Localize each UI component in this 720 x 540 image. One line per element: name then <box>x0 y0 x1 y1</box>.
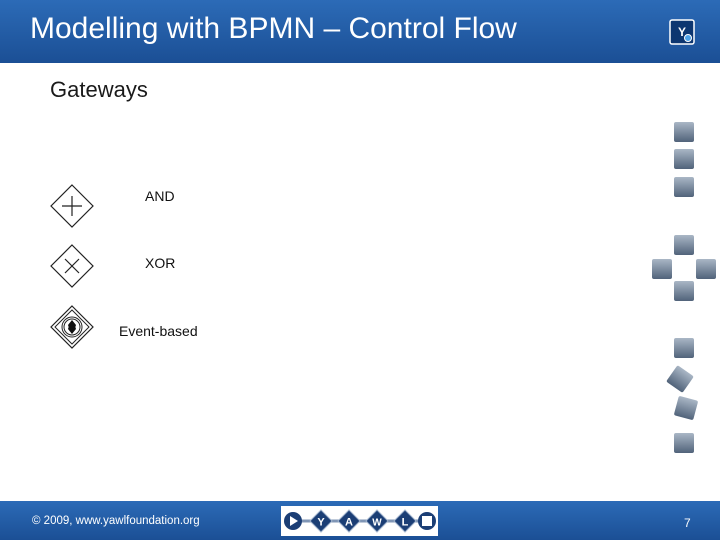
yawl-navigation-strip: Y A W L <box>281 506 438 536</box>
header-bar <box>0 0 720 63</box>
event-based-gateway-icon <box>50 305 94 349</box>
yawl-logo-icon: Y <box>669 19 695 45</box>
stop-icon[interactable] <box>418 512 436 530</box>
svg-text:W: W <box>372 518 382 529</box>
gateway-label-and: AND <box>145 188 175 204</box>
svg-text:L: L <box>402 517 409 529</box>
nav-badge-y: Y <box>309 509 333 533</box>
nav-badge-w: W <box>365 509 389 533</box>
decorative-cubes <box>652 122 716 453</box>
play-icon[interactable] <box>284 512 302 530</box>
nav-badge-a: A <box>337 509 361 533</box>
gateway-label-xor: XOR <box>145 255 176 271</box>
nav-badge-l: L <box>393 509 417 533</box>
gateway-label-event-based: Event-based <box>119 323 198 339</box>
svg-text:A: A <box>345 517 353 529</box>
xor-gateway-icon <box>50 244 94 288</box>
section-heading: Gateways <box>50 77 148 102</box>
page-number: 7 <box>684 516 691 530</box>
svg-text:Y: Y <box>317 517 325 529</box>
copyright-text: © 2009, www.yawlfoundation.org <box>32 515 200 527</box>
svg-text:Y: Y <box>678 25 686 39</box>
slide-title: Modelling with BPMN – Control Flow <box>30 12 517 45</box>
and-gateway-icon <box>50 184 94 228</box>
